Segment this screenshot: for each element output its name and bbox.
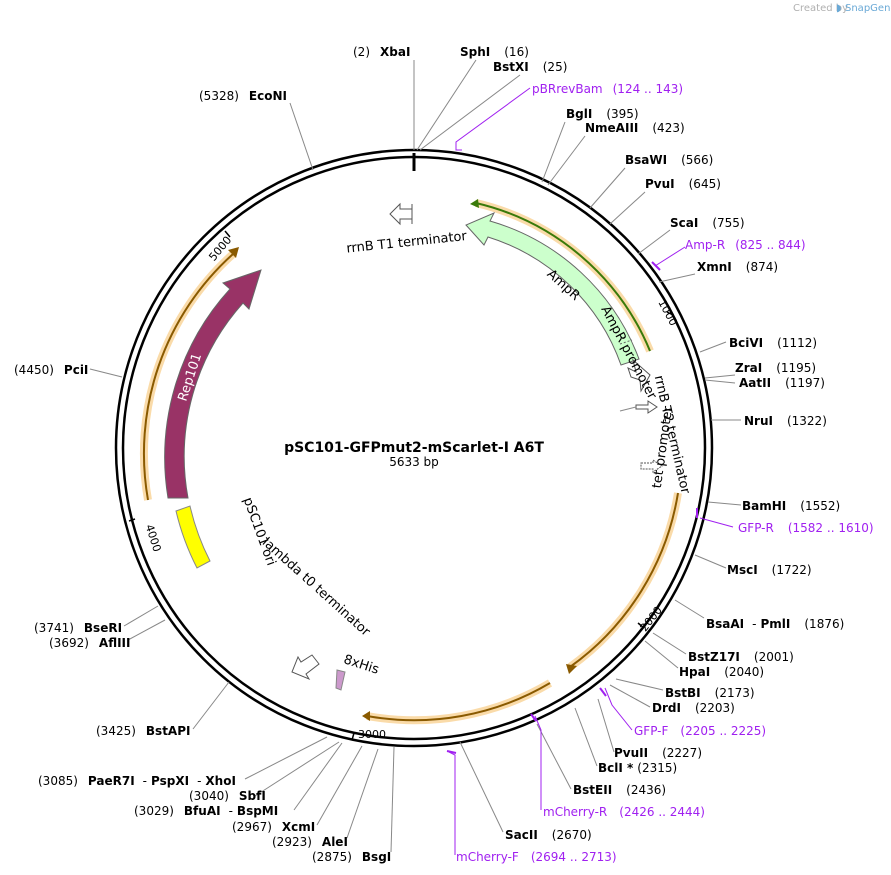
primer-gfp-f[interactable]: GFP-F(2205 .. 2225) xyxy=(634,724,766,738)
ampr-orf-arrowhead xyxy=(470,199,479,208)
psc101-ori-label: pSC101 ori xyxy=(240,496,279,568)
site-xcmi[interactable]: (2967)XcmI xyxy=(232,820,315,834)
mscarlet-orf-line xyxy=(366,682,551,722)
mscarlet-orf-arrowhead xyxy=(362,711,370,721)
site-drdi[interactable]: DrdI(2203) xyxy=(652,701,735,715)
lambda-t0-label: lambda t0 terminator xyxy=(259,535,373,640)
site-nrui[interactable]: NruI(1322) xyxy=(744,414,827,428)
site-pvuii[interactable]: PvuII(2227) xyxy=(614,746,702,760)
his8-feature[interactable] xyxy=(335,669,346,691)
primer-mcherry-r[interactable]: mCherry-R(2426 .. 2444) xyxy=(543,805,705,819)
credit-prefix: Created by xyxy=(793,3,848,14)
ampr-promoter-label: AmpR promoter xyxy=(597,304,659,403)
site-bstz17i[interactable]: BstZ17I(2001) xyxy=(688,650,794,664)
site-sbfi[interactable]: (3040)SbfI xyxy=(189,789,266,803)
site-bstapi[interactable]: (3425)BstAPI xyxy=(96,724,190,738)
site-paer7i-pspxi-xhoi[interactable]: (3085)PaeR7I-PspXI-XhoI xyxy=(38,774,236,788)
site-bfuai-bspmi[interactable]: (3029)BfuAI-BspMI xyxy=(134,804,278,818)
site-bcivi[interactable]: BciVI(1112) xyxy=(729,336,817,350)
site-sphi[interactable]: SphI(16) xyxy=(460,45,529,59)
site-sacii[interactable]: SacII(2670) xyxy=(505,828,592,842)
tick-2000: 2000 xyxy=(637,604,664,634)
site-bgli[interactable]: BglI(395) xyxy=(566,107,639,121)
gfp-orf-arrowhead xyxy=(566,664,577,674)
gfp-orf-highlight xyxy=(567,492,682,671)
primer-leaders xyxy=(446,87,734,855)
site-bcli[interactable]: BclI *(2315) xyxy=(598,761,677,775)
site-pcii[interactable]: (4450)PciI xyxy=(14,363,88,377)
primer-gfp-r[interactable]: GFP-R(1582 .. 1610) xyxy=(738,521,874,535)
site-bsgi[interactable]: (2875)BsgI xyxy=(312,850,391,864)
site-bstxi[interactable]: BstXI(25) xyxy=(493,60,567,74)
site-pvui[interactable]: PvuI(645) xyxy=(645,177,721,191)
primer-pbrrevbam[interactable]: pBRrevBam(124 .. 143) xyxy=(532,82,683,96)
tick-4000: 4000 xyxy=(143,523,164,554)
mscarlet-orf-highlight xyxy=(366,679,553,725)
credit: Created by ◗ SnapGene xyxy=(793,3,891,14)
site-alei[interactable]: (2923)AleI xyxy=(272,835,348,849)
primers: pBRrevBam(124 .. 143) Amp-R(825 .. 844) … xyxy=(456,82,874,864)
site-afliii[interactable]: (3692)AflIII xyxy=(49,636,130,650)
ampr-orf-line xyxy=(475,202,651,352)
site-econi[interactable]: (5328)EcoNI xyxy=(199,89,287,103)
tick-1000: 1000 xyxy=(655,297,680,328)
site-bstbi[interactable]: BstBI(2173) xyxy=(665,686,755,700)
site-bseri[interactable]: (3741)BseRI xyxy=(34,621,122,635)
restriction-sites: (2)XbaI SphI(16) BstXI(25) BglI(395) Nme… xyxy=(14,45,844,864)
rep101-feature[interactable] xyxy=(164,269,262,499)
site-leaders xyxy=(89,59,742,853)
site-aatii[interactable]: AatII(1197) xyxy=(739,376,825,390)
lambda-t0-terminator-feature[interactable] xyxy=(291,654,320,681)
his8-label: 8xHis xyxy=(342,652,381,677)
primer-mcherry-f[interactable]: mCherry-F(2694 .. 2713) xyxy=(456,850,617,864)
center-title: pSC101-GFPmut2-mScarlet-I A6T 5633 bp xyxy=(284,440,544,469)
psc101-ori-feature[interactable] xyxy=(175,505,211,569)
site-msci[interactable]: MscI(1722) xyxy=(727,563,812,577)
site-xmni[interactable]: XmnI(874) xyxy=(697,260,778,274)
site-bamhi[interactable]: BamHI(1552) xyxy=(742,499,840,513)
rep101-orf-arrowhead xyxy=(228,247,239,258)
rrnb-t1-terminator-feature[interactable] xyxy=(389,202,413,226)
credit-brand[interactable]: SnapGene xyxy=(845,3,891,14)
site-bsteii[interactable]: BstEII(2436) xyxy=(573,783,666,797)
rep101-orf-line xyxy=(143,253,234,501)
site-scai[interactable]: ScaI(755) xyxy=(670,216,745,230)
site-zrai[interactable]: ZraI(1195) xyxy=(735,361,816,375)
site-xbai[interactable]: (2)XbaI xyxy=(353,45,410,59)
ampr-promoter-feature[interactable] xyxy=(627,358,651,393)
site-nmeaiii[interactable]: NmeAIII(423) xyxy=(585,121,685,135)
primer-amp-r[interactable]: Amp-R(825 .. 844) xyxy=(685,238,806,252)
gfp-orf-line xyxy=(569,492,679,668)
plasmid-size: 5633 bp xyxy=(389,455,439,469)
rrnb-t2-terminator-feature[interactable] xyxy=(635,400,658,414)
site-bsaai-pmli[interactable]: BsaAI-PmlI(1876) xyxy=(706,617,844,631)
site-bsawi[interactable]: BsaWI(566) xyxy=(625,153,713,167)
plasmid-name: pSC101-GFPmut2-mScarlet-I A6T xyxy=(284,440,544,456)
site-hpai[interactable]: HpaI(2040) xyxy=(679,665,764,679)
tick-3000: 3000 xyxy=(358,728,386,741)
tet-promoter-feature[interactable] xyxy=(640,459,663,473)
snapgene-icon: ◗ xyxy=(836,3,841,14)
rrnb-t1-label: rrnB T1 terminator xyxy=(346,229,469,257)
ampr-feature[interactable] xyxy=(465,212,640,366)
